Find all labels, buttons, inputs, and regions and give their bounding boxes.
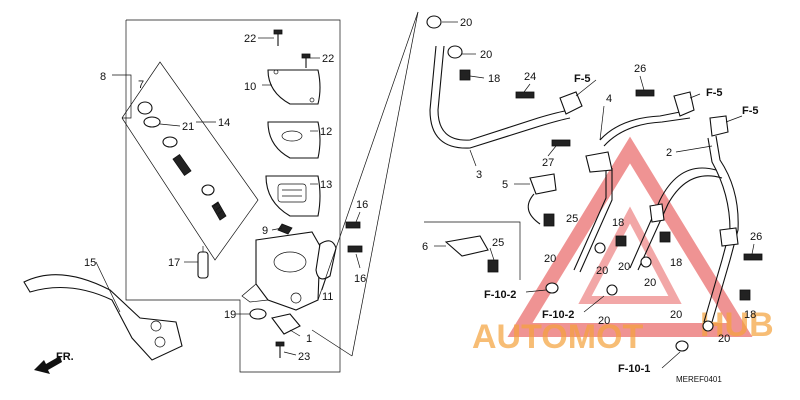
callout-18-a: 18 [488, 73, 500, 85]
brake-switch [271, 313, 301, 335]
callout-7: 7 [138, 79, 144, 91]
reference-codes: F-5 F-5 F-5 F-10-2 F-10-2 F-10-1 [484, 73, 759, 375]
bolt-26-b [743, 253, 763, 261]
joint-block-3 [649, 203, 665, 223]
pivot-19 [249, 308, 267, 320]
clamp-b [673, 91, 695, 117]
watermark-text-left: AUTOMOT [472, 318, 643, 356]
joint-block [585, 151, 613, 173]
watermark: AUTOMOT HUB [472, 136, 774, 356]
callout-21: 21 [182, 121, 194, 133]
stay-6 [424, 221, 521, 280]
bolt-26-a [635, 89, 655, 97]
callout-25-a: 25 [566, 213, 578, 225]
stay-5 [527, 173, 557, 225]
callout-9: 9 [262, 225, 268, 237]
callout-26-b: 26 [750, 231, 762, 243]
clamp-c [709, 115, 729, 137]
callout-2: 2 [666, 147, 672, 159]
screw-22-b [301, 53, 311, 68]
screw-23 [275, 341, 285, 358]
callout-26-a: 26 [634, 63, 646, 75]
piston-boot [137, 101, 161, 128]
callout-12: 12 [320, 126, 332, 138]
callout-19: 19 [224, 309, 236, 321]
callout-14: 14 [218, 117, 230, 129]
bolt-16-b [347, 245, 363, 253]
kit-8-bracket [112, 61, 259, 261]
callout-1: 1 [306, 333, 312, 345]
diaphragm [265, 175, 321, 217]
bolt-17 [197, 246, 209, 279]
callout-25-b: 25 [492, 237, 504, 249]
diagram-code: MEREF0401 [676, 375, 722, 384]
callout-11: 11 [322, 291, 333, 303]
callout-23: 23 [298, 351, 310, 363]
callout-22-a: 22 [244, 33, 256, 45]
ref-f10-2-b: F-10-2 [542, 309, 574, 321]
callout-20-c: 20 [544, 253, 556, 265]
ref-f5-a: F-5 [574, 73, 591, 85]
leader-lines [95, 21, 755, 356]
callout-6: 6 [422, 241, 428, 253]
master-cylinder-group-outline [125, 19, 341, 373]
bolt-25-b [487, 259, 499, 273]
screw-22-a [273, 29, 283, 46]
callout-16-b: 16 [354, 273, 366, 285]
brake-hose-4 [573, 109, 691, 273]
callout-27: 27 [542, 157, 554, 169]
callout-22-b: 22 [322, 53, 334, 65]
watermark-triangle-inner [578, 206, 682, 304]
brake-hose-3 [426, 15, 571, 149]
callout-4: 4 [606, 93, 612, 105]
ref-f5-c: F-5 [742, 105, 759, 117]
callout-18-c: 18 [670, 257, 682, 269]
callout-20-b: 20 [480, 49, 492, 61]
bolt-25-a [543, 213, 555, 227]
bolt-16-a [345, 221, 361, 229]
callout-20-g: 20 [598, 315, 610, 327]
callout-20-i: 20 [718, 333, 730, 345]
joint-block-2 [719, 227, 739, 247]
callout-20-f: 20 [644, 277, 656, 289]
reservoir-cap [267, 69, 321, 105]
front-arrow: FR. [34, 351, 74, 374]
callout-13: 13 [320, 179, 332, 191]
clamp-a [559, 91, 583, 115]
bolt-9 [277, 223, 293, 235]
callout-3: 3 [476, 169, 482, 181]
master-cylinder-body [241, 231, 321, 311]
callout-24: 24 [524, 71, 536, 83]
callout-16-a: 16 [356, 199, 368, 211]
callout-18-d: 18 [744, 309, 756, 321]
holder-11 [315, 240, 337, 280]
ref-f10-2-a: F-10-2 [484, 289, 516, 301]
banjo-bolts [545, 231, 751, 352]
ref-f10-1: F-10-1 [618, 363, 650, 375]
callout-5: 5 [502, 179, 508, 191]
diaphragm-plate [267, 121, 321, 159]
callout-18-b: 18 [612, 217, 624, 229]
callout-20-h: 20 [670, 309, 682, 321]
front-arrow-label: FR. [56, 351, 74, 363]
callouts: 1 2 3 4 5 6 7 8 9 10 11 12 13 14 15 16 1… [84, 17, 762, 363]
callout-17: 17 [168, 257, 180, 269]
callout-20-e: 20 [618, 261, 630, 273]
bolt-24 [515, 91, 535, 99]
watermark-triangle-outer [507, 136, 753, 337]
callout-20-d: 20 [596, 265, 608, 277]
piston-assembly [162, 136, 227, 221]
bolt-27 [551, 139, 571, 147]
brake-lever [23, 274, 183, 361]
ref-f5-b: F-5 [706, 87, 723, 99]
callout-20-a: 20 [460, 17, 472, 29]
callout-15: 15 [84, 257, 96, 269]
callout-10: 10 [244, 81, 256, 93]
callout-8: 8 [100, 71, 106, 83]
